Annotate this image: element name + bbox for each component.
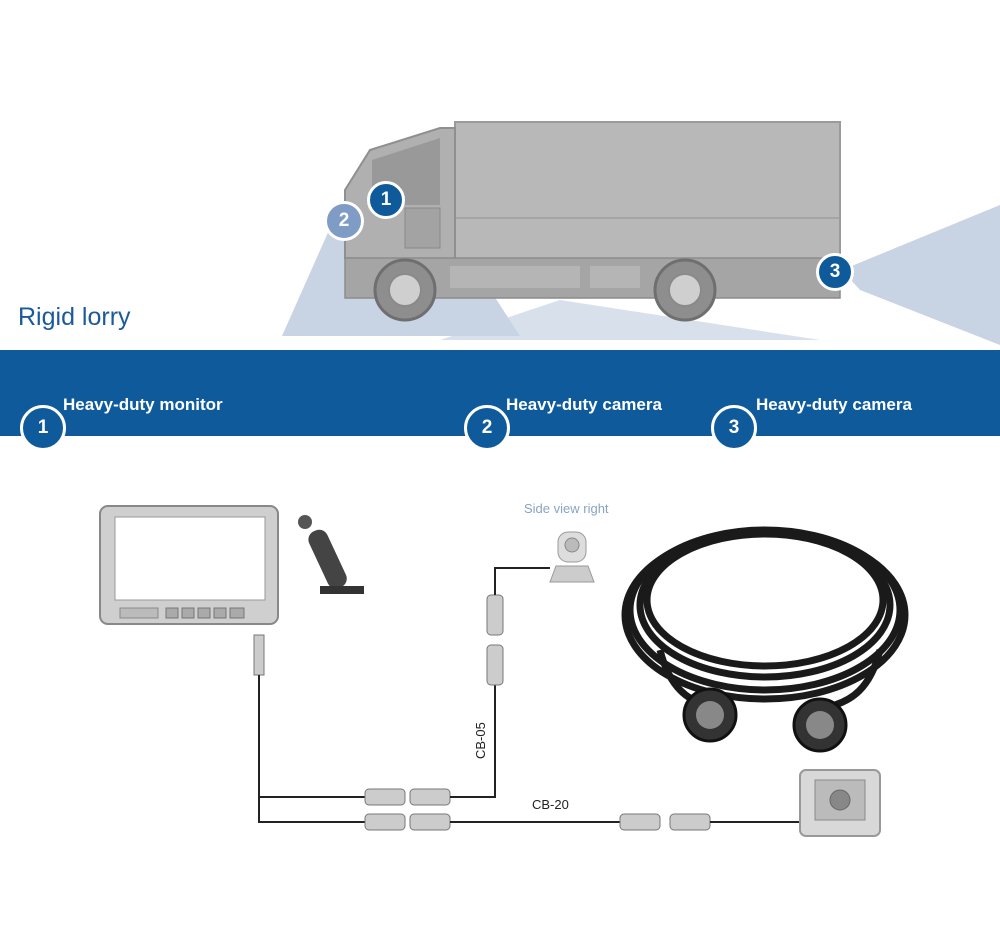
side-camera-image (549, 531, 595, 583)
legend-badge-3: 3 (711, 405, 757, 451)
coiled-cable-image (621, 526, 909, 709)
cable-label-cb20: CB-20 (532, 797, 569, 812)
side-view-label: Side view right (524, 501, 609, 516)
cargo-box (454, 121, 841, 263)
cable-label-cb05: CB-05 (473, 722, 488, 759)
legend-label-3: Heavy-duty camera (756, 395, 912, 414)
rear-camera-beam (842, 205, 1000, 345)
legend-label-1: Heavy-duty monitor (63, 395, 223, 414)
connector-pair-upper (364, 788, 451, 806)
legend-badge-2: 2 (464, 405, 510, 451)
connector-pair-lower (364, 813, 451, 831)
monitor-image (99, 505, 279, 625)
truck-badge-1: 1 (367, 181, 405, 219)
legend-badge-1: 1 (20, 405, 66, 451)
rear-camera-image (799, 769, 881, 837)
side-camera-beam (440, 300, 820, 340)
truck-illustration (282, 121, 1000, 345)
truck-badge-3: 3 (816, 253, 854, 291)
truck-badge-2: 2 (324, 201, 364, 241)
front-wheel (373, 258, 437, 322)
coil-connector-left (682, 687, 738, 743)
rear-wheel (653, 258, 717, 322)
page-title: Rigid lorry (18, 303, 131, 331)
legend-label-2: Heavy-duty camera (506, 395, 662, 414)
mount-bracket-image (298, 515, 364, 594)
coil-connector-right (792, 697, 848, 753)
